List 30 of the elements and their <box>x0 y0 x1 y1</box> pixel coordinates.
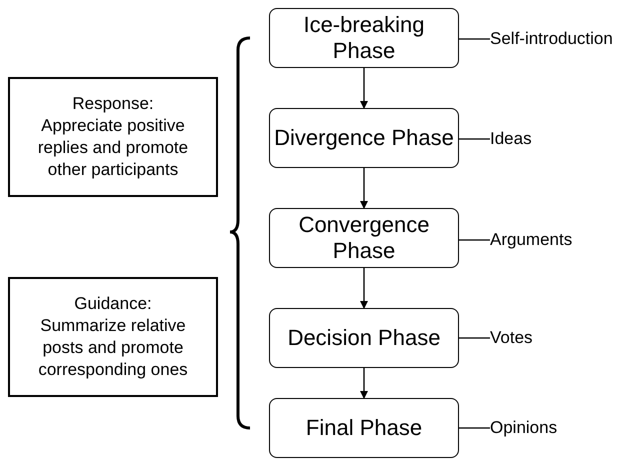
phase-box <box>269 398 459 458</box>
side-label: Opinions <box>490 417 558 440</box>
side-label: Self-introduction <box>490 28 613 50</box>
arrow <box>360 68 368 109</box>
phase-box <box>269 8 459 68</box>
arrow <box>360 168 368 209</box>
connector-line <box>459 38 490 40</box>
box-text: Divergence Phase <box>274 125 454 151</box>
connector-line <box>459 337 490 339</box>
connector-line <box>459 239 490 241</box>
box-heading: Response: <box>72 93 154 115</box>
side-label: Arguments <box>490 229 572 252</box>
note-box <box>8 77 218 197</box>
box-text: Appreciate positive replies and promote other participants <box>36 115 190 181</box>
box-text: Summarize relative posts and promote corresponding ones <box>37 315 189 381</box>
side-label: Ideas <box>490 128 532 150</box>
phase-box <box>269 308 459 368</box>
arrow <box>360 368 368 399</box>
box-text: Decision Phase <box>288 325 440 351</box>
phase-box <box>269 208 459 268</box>
box-heading: Guidance: <box>74 293 152 315</box>
box-text: Ice-breaking Phase <box>302 12 426 64</box>
box-text: Convergence Phase <box>298 212 430 264</box>
note-box <box>8 277 218 397</box>
connector-line <box>459 138 490 140</box>
box-text: Final Phase <box>306 415 422 441</box>
arrow <box>360 268 368 309</box>
side-label: Votes <box>490 327 533 350</box>
connector-line <box>459 427 490 429</box>
phase-box <box>269 108 459 168</box>
